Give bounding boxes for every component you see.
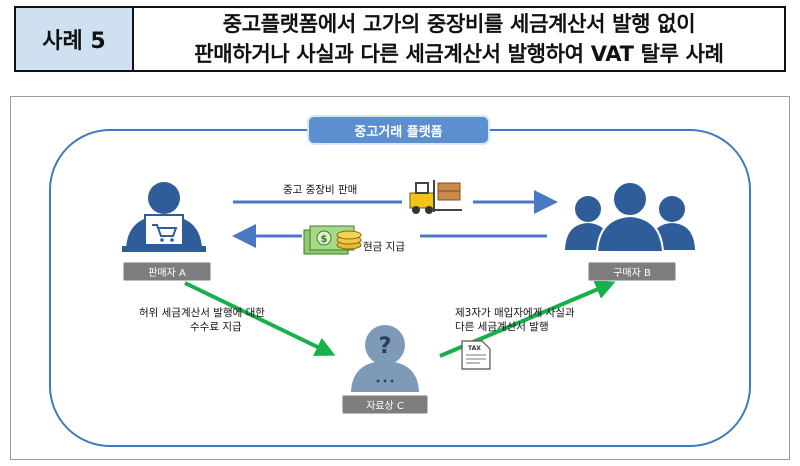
third-party-text-line-2: 다른 세금계산서 발행 xyxy=(455,321,549,333)
third-party-text-line-1: 제3자가 매입자에게 사실과 xyxy=(455,307,575,319)
cash-icon: $ xyxy=(303,225,362,255)
case-title-line-2: 판매하거나 사실과 다른 세금계산서 발행하여 VAT 탈루 사례 xyxy=(194,42,724,66)
fee-arrow xyxy=(184,281,336,356)
forklift-icon xyxy=(409,180,462,214)
tax-document-icon: TAX xyxy=(461,340,491,370)
tax-doc-text: TAX xyxy=(468,345,481,352)
diagram-frame xyxy=(10,96,790,460)
fee-text-line-2: 수수료 지급 xyxy=(190,321,242,333)
broker-tag: 자료상 C xyxy=(342,395,428,414)
case-label: 사례 5 xyxy=(16,8,134,70)
svg-text:$: $ xyxy=(321,234,328,245)
buyer-group-icon xyxy=(565,181,695,253)
sale-text: 중고 중장비 판매 xyxy=(283,184,358,196)
fee-text-line-1: 허위 세금계산서 발행에 대한 xyxy=(139,307,265,319)
case-header: 사례 5 중고플랫폼에서 고가의 중장비를 세금계산서 발행 없이 판매하거나 … xyxy=(14,6,786,72)
seller-tag: 판매자 A xyxy=(123,262,211,281)
cash-text: 현금 지급 xyxy=(363,241,405,253)
case-title: 중고플랫폼에서 고가의 중장비를 세금계산서 발행 없이 판매하거나 사실과 다… xyxy=(134,8,784,70)
broker-icon: ? xyxy=(351,325,419,392)
seller-icon xyxy=(122,182,206,252)
buyer-tag: 구매자 B xyxy=(588,262,676,281)
platform-title: 중고거래 플랫폼 xyxy=(307,115,490,145)
case-title-line-1: 중고플랫폼에서 고가의 중장비를 세금계산서 발행 없이 xyxy=(222,12,696,36)
question-mark: ? xyxy=(379,334,392,359)
